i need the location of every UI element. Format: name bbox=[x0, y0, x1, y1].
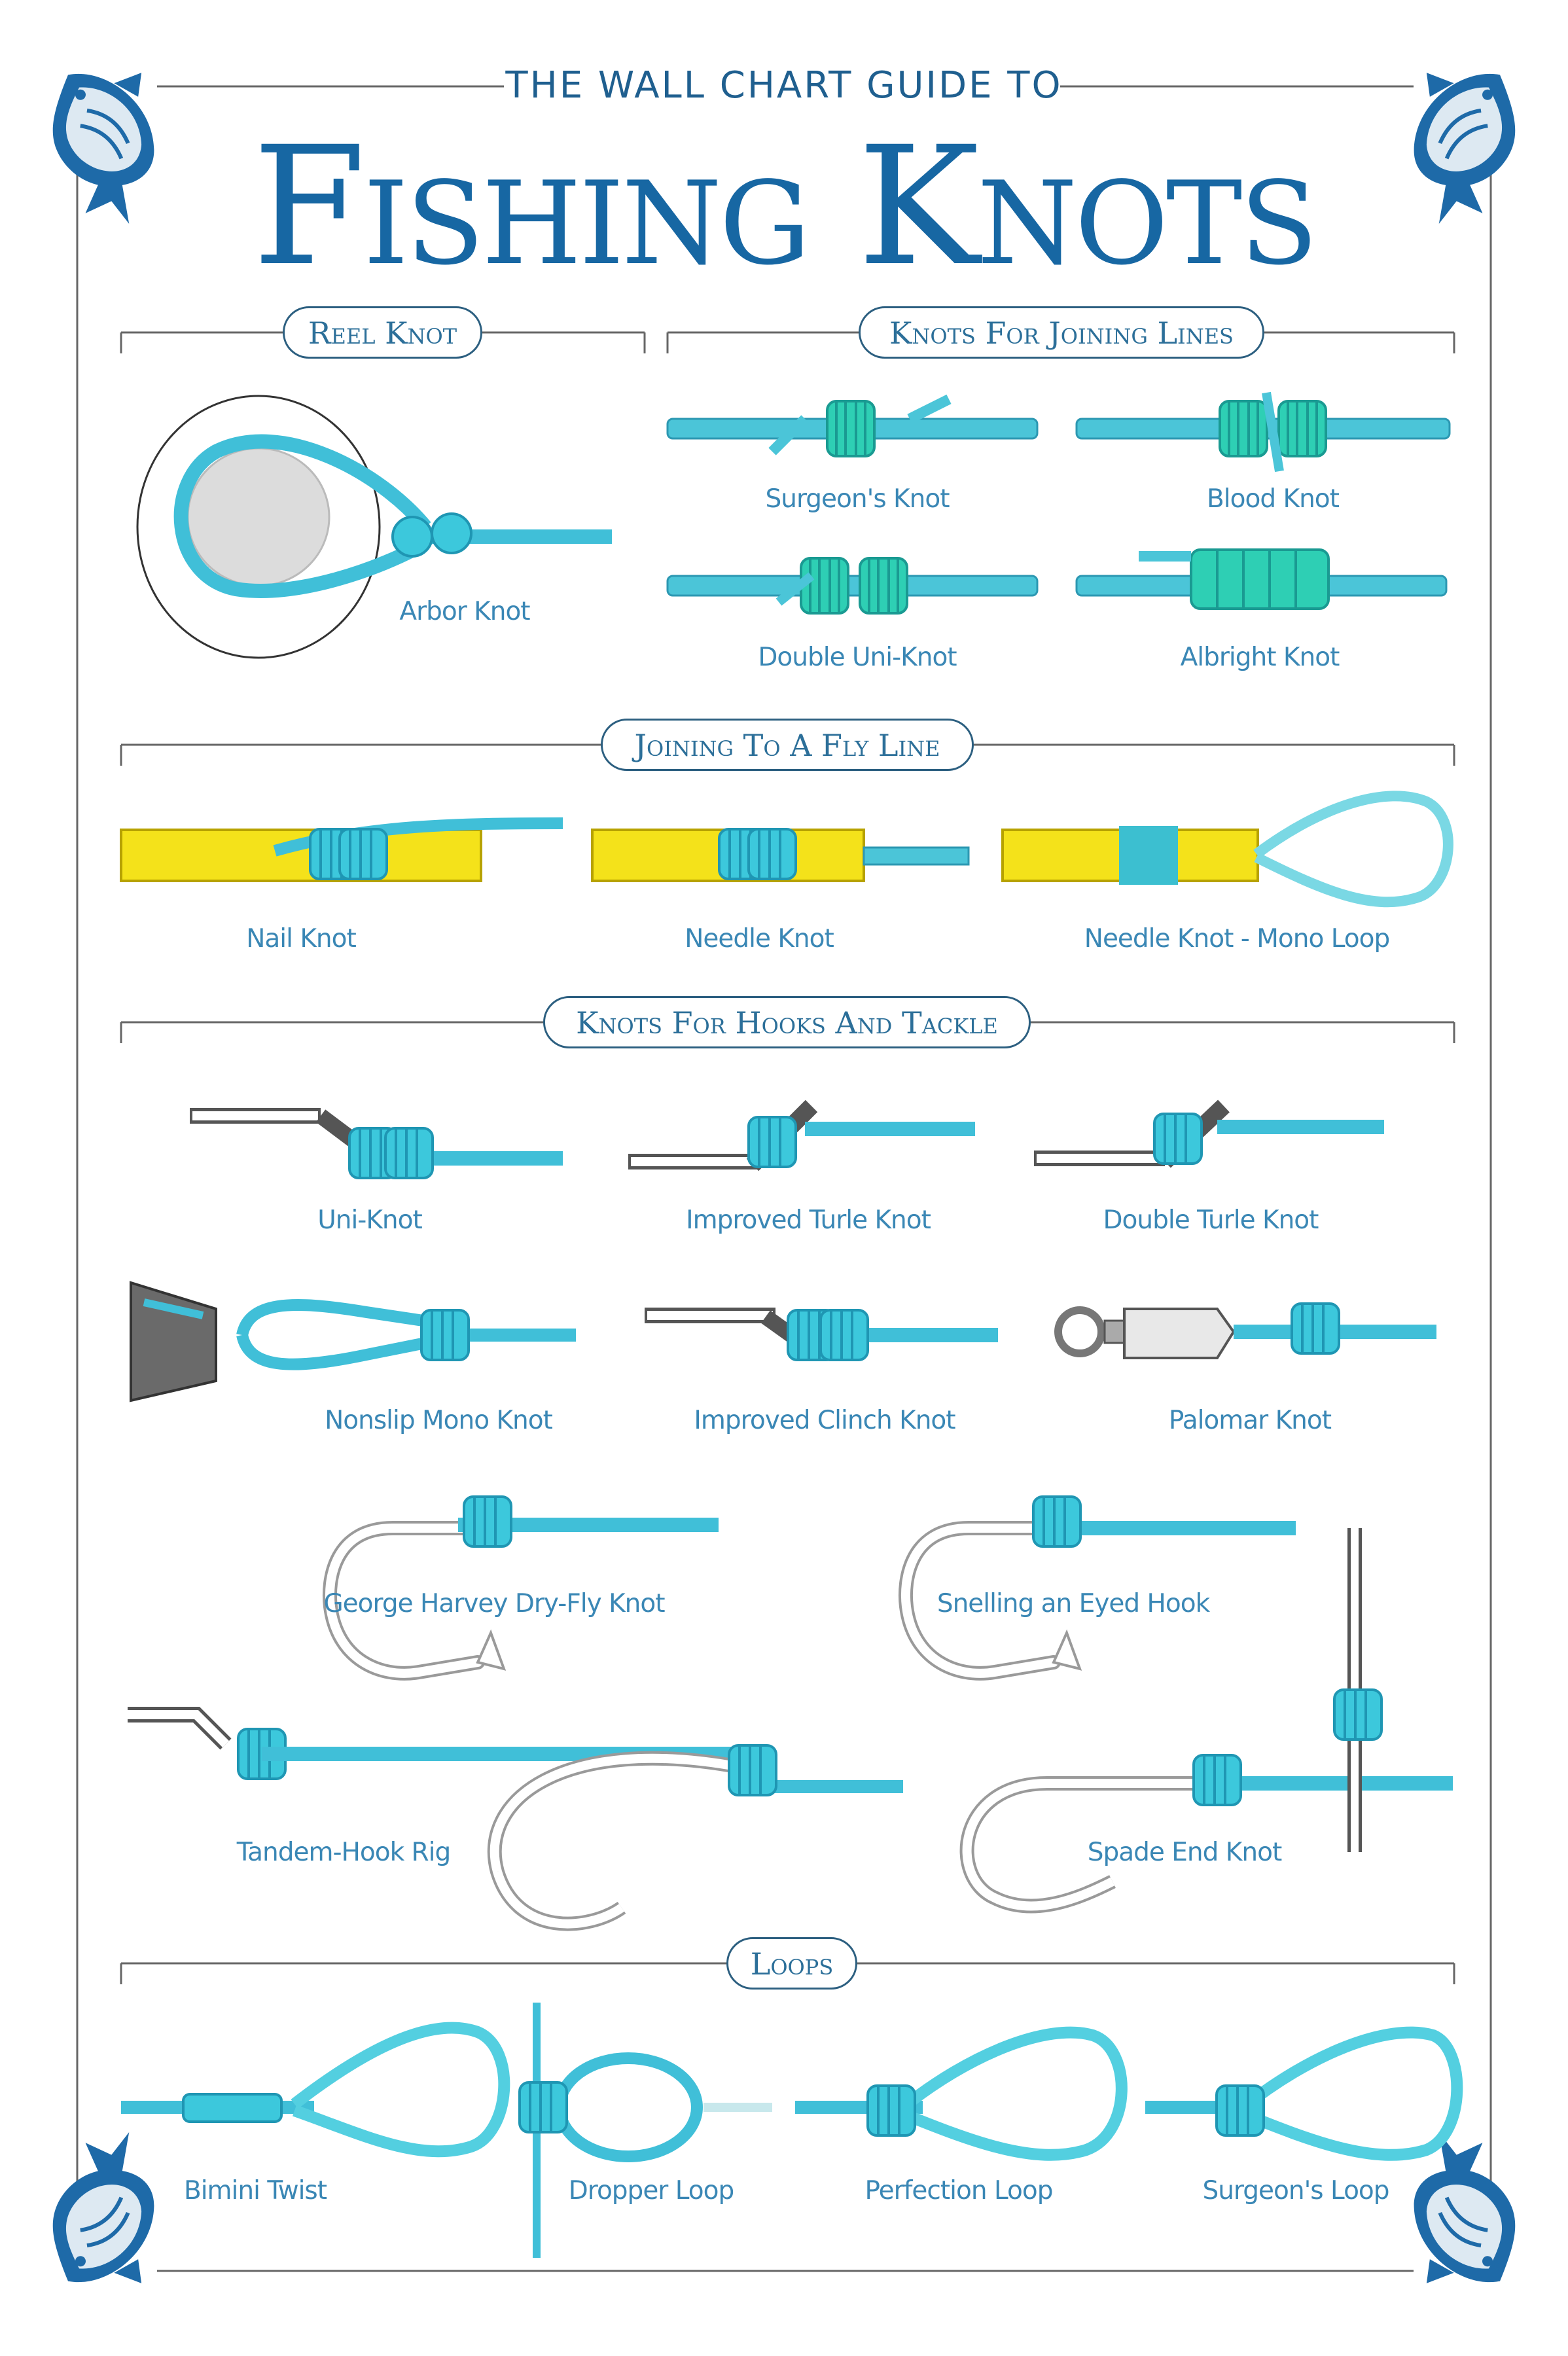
needle-knot-drawing bbox=[591, 828, 970, 882]
nail-knot-drawing bbox=[120, 817, 563, 882]
nonslip-mono-knot-drawing bbox=[130, 1281, 576, 1402]
section-fly-line: Joining To A Fly Line bbox=[601, 719, 974, 771]
label-needle-knot-mono-loop: Needle Knot - Mono Loop bbox=[1084, 924, 1390, 954]
dropper-loop-drawing bbox=[518, 2003, 772, 2258]
surgeons-loop-drawing bbox=[1145, 2026, 1463, 2161]
section-hooks-tackle: Knots For Hooks And Tackle bbox=[543, 996, 1031, 1048]
section-reel-knot: Reel Knot bbox=[283, 306, 482, 359]
label-nail-knot: Nail Knot bbox=[246, 924, 357, 954]
label-improved-clinch-knot: Improved Clinch Knot bbox=[694, 1406, 955, 1435]
label-albright-knot: Albright Knot bbox=[1180, 643, 1340, 672]
label-dropper-loop: Dropper Loop bbox=[568, 2176, 735, 2205]
improved-clinch-knot-drawing bbox=[645, 1308, 998, 1361]
label-spade-end-knot: Spade End Knot bbox=[1087, 1838, 1283, 1867]
fish-icon bbox=[1364, 2118, 1559, 2317]
label-arbor-knot: Arbor Knot bbox=[399, 597, 530, 626]
label-george-harvey-knot: George Harvey Dry-Fly Knot bbox=[323, 1589, 665, 1618]
label-uni-knot: Uni-Knot bbox=[317, 1205, 423, 1235]
label-tandem-hook-rig: Tandem-Hook Rig bbox=[236, 1838, 452, 1867]
label-double-turle-knot: Double Turle Knot bbox=[1103, 1205, 1319, 1235]
tandem-hook-rig-drawing bbox=[128, 1707, 903, 1931]
bimini-twist-drawing bbox=[121, 2022, 510, 2158]
chart-title: Fishing Knots bbox=[252, 111, 1319, 302]
double-uni-knot-drawing bbox=[666, 557, 1039, 615]
needle-knot-mono-loop-drawing bbox=[1001, 791, 1453, 908]
label-surgeons-loop: Surgeon's Loop bbox=[1202, 2176, 1389, 2205]
label-perfection-loop: Perfection Loop bbox=[864, 2176, 1054, 2205]
label-snelling-eyed-hook: Snelling an Eyed Hook bbox=[936, 1589, 1210, 1618]
blood-knot-drawing bbox=[1075, 391, 1451, 473]
label-improved-turle-knot: Improved Turle Knot bbox=[686, 1205, 931, 1235]
label-palomar-knot: Palomar Knot bbox=[1168, 1406, 1332, 1435]
fish-icon bbox=[9, 2118, 204, 2317]
label-surgeons-knot: Surgeon's Knot bbox=[765, 484, 950, 514]
chart-supertitle: THE WALL CHART GUIDE TO bbox=[505, 64, 1063, 107]
surgeons-knot-drawing bbox=[666, 394, 1039, 457]
double-turle-knot-drawing bbox=[1034, 1099, 1384, 1168]
label-double-uni-knot: Double Uni-Knot bbox=[758, 643, 957, 672]
section-loops: Loops bbox=[726, 1937, 857, 1990]
label-bimini-twist: Bimini Twist bbox=[183, 2176, 327, 2205]
albright-knot-drawing bbox=[1075, 548, 1448, 610]
label-nonslip-mono-knot: Nonslip Mono Knot bbox=[325, 1406, 553, 1435]
snelling-drawing bbox=[906, 1495, 1296, 1673]
section-joining-lines: Knots For Joining Lines bbox=[859, 306, 1264, 359]
palomar-knot-drawing bbox=[1054, 1302, 1436, 1359]
perfection-loop-drawing bbox=[795, 2026, 1128, 2161]
uni-knot-drawing bbox=[190, 1108, 563, 1179]
label-needle-knot: Needle Knot bbox=[685, 924, 834, 954]
spade-end-knot-drawing bbox=[959, 1528, 1453, 1914]
label-blood-knot: Blood Knot bbox=[1207, 484, 1340, 514]
george-harvey-knot-drawing bbox=[330, 1495, 719, 1673]
improved-turle-knot-drawing bbox=[628, 1099, 975, 1171]
